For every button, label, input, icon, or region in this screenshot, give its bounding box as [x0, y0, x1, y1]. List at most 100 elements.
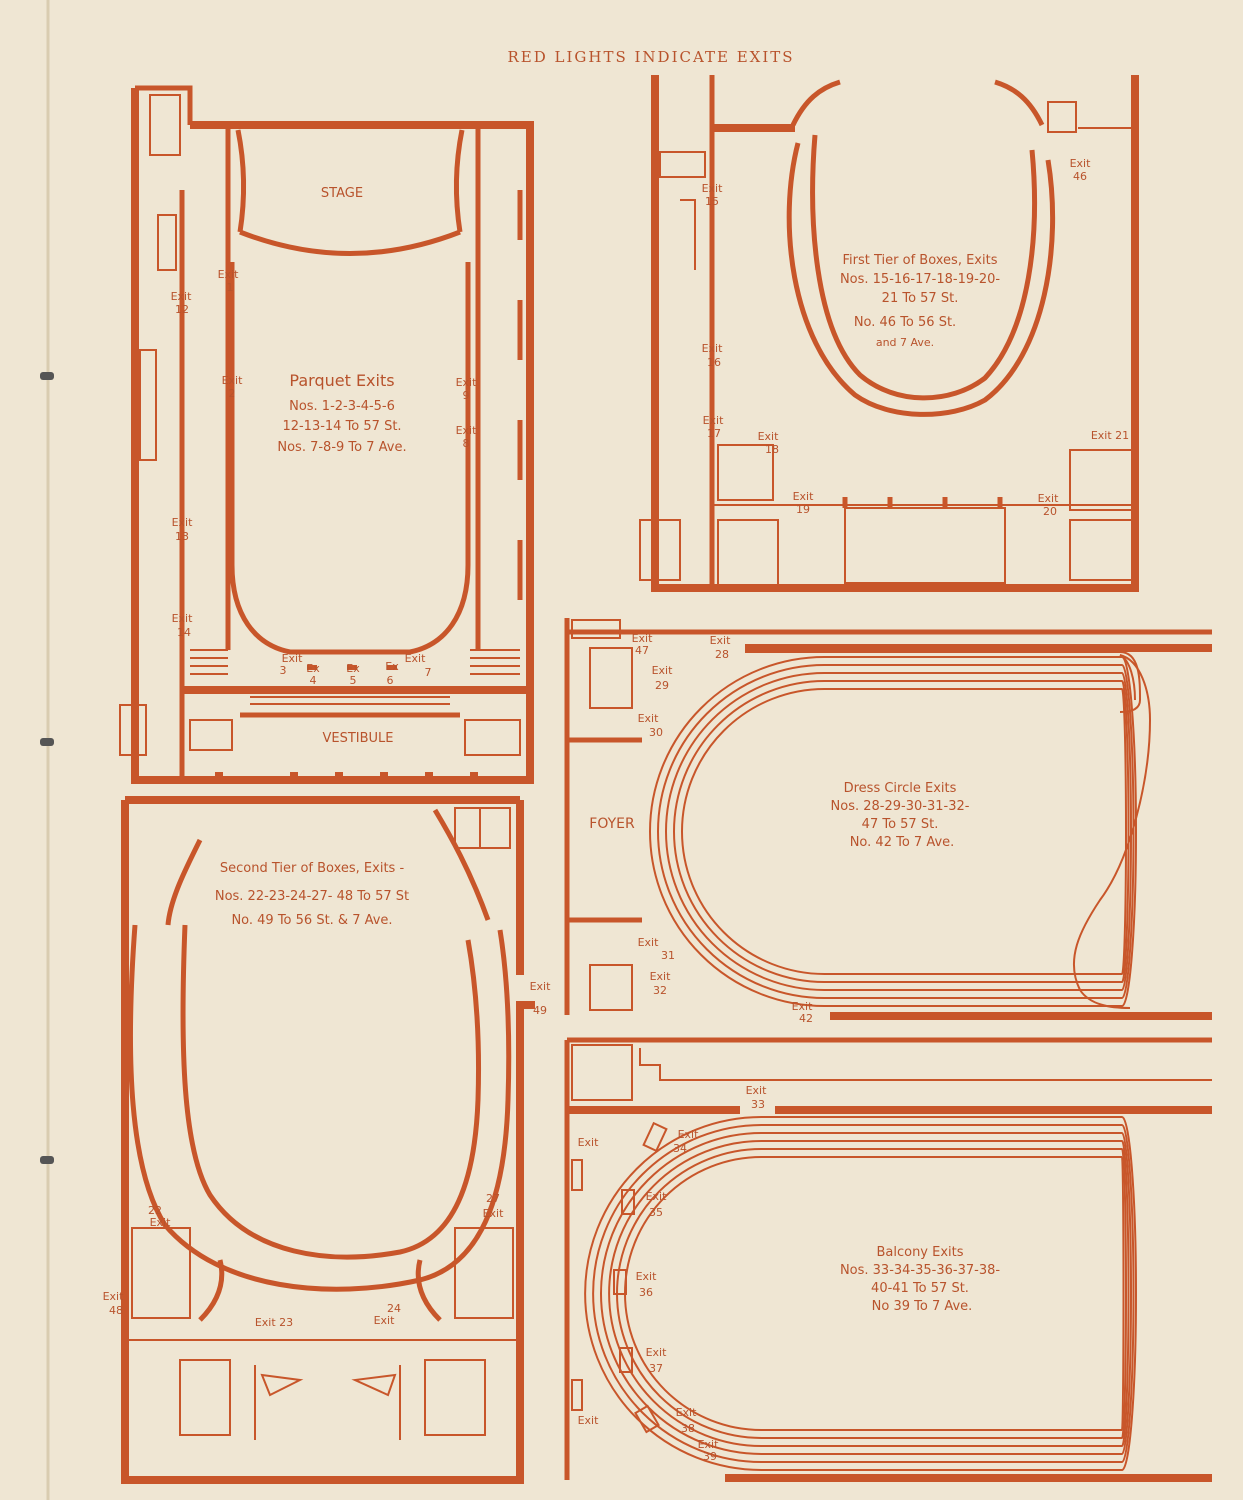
parquet-line-1: Nos. 1-2-3-4-5-6	[289, 399, 395, 414]
first-tier-line-2: Nos. 15-16-17-18-19-20-	[840, 272, 1000, 287]
balcony-line-4: No 39 To 7 Ave.	[872, 1299, 973, 1314]
page-header: RED LIGHTS INDICATE EXITS	[507, 48, 794, 66]
second-tier-line-3: No. 49 To 56 St. & 7 Ave.	[231, 913, 392, 928]
dress-circle-line-3: 47 To 57 St.	[862, 817, 939, 832]
exit-36-number: 36	[639, 1286, 653, 1299]
second-tier-plan: Second Tier of Boxes, Exits - Nos. 22-23…	[103, 796, 551, 1484]
seating-row	[673, 680, 1122, 983]
exit-20-number: 20	[1043, 505, 1057, 518]
exit-20-label: Exit	[1038, 492, 1060, 505]
seating-row-end	[1121, 664, 1135, 999]
exit-29-number: 29	[655, 679, 669, 692]
exit-49-number: 49	[533, 1004, 547, 1017]
exit-left-lower-label: Exit	[578, 1414, 600, 1427]
seating-row	[665, 672, 1122, 991]
balcony-line-3: 40-41 To 57 St.	[871, 1281, 969, 1296]
seating-row	[657, 664, 1122, 999]
exit-19-number: 19	[796, 503, 810, 516]
seating-row-end	[1121, 1148, 1127, 1439]
seating-row-end	[1121, 1140, 1130, 1447]
exit-9-label: Exit	[456, 376, 478, 389]
exit-13-number: 13	[175, 530, 189, 543]
exit-37-label: Exit	[646, 1346, 668, 1359]
exit-48-label: Exit	[103, 1290, 125, 1303]
seating-row	[584, 1116, 1122, 1471]
seating-row-end	[1121, 1116, 1137, 1471]
exit-2-number: 2	[229, 387, 236, 400]
exit-17-number: 17	[707, 427, 721, 440]
exit-33-label: Exit	[746, 1084, 768, 1097]
exit-2-label: Exit	[222, 374, 244, 387]
exit-14-number: 14	[177, 626, 191, 639]
stage-label: STAGE	[321, 186, 363, 201]
second-tier-line-2: Nos. 22-23-24-27- 48 To 57 St	[215, 889, 409, 904]
exit-6-number: 6	[387, 674, 394, 687]
second-tier-line-1: Second Tier of Boxes, Exits -	[220, 861, 405, 876]
seating-row	[592, 1124, 1122, 1463]
exit-46-number: 46	[1073, 170, 1087, 183]
dress-circle-line-4: No. 42 To 7 Ave.	[850, 835, 955, 850]
exit-39-label: Exit	[698, 1438, 720, 1451]
exit-42-label: Exit	[792, 1000, 814, 1013]
exit-31-number: 31	[661, 949, 675, 962]
exit-35-label: Exit	[646, 1190, 668, 1203]
exit-32-number: 32	[653, 984, 667, 997]
exit-15-number: 15	[705, 195, 719, 208]
parquet-line-2: 12-13-14 To 57 St.	[282, 419, 401, 434]
exit-21-label: Exit 21	[1091, 429, 1129, 442]
exit-34-number: 34	[673, 1142, 687, 1155]
exit-18-number: 18	[765, 443, 779, 456]
seating-row-end	[1121, 688, 1127, 975]
exit-29-label: Exit	[652, 664, 674, 677]
exit-1-label: Exit	[218, 268, 240, 281]
exit-13-label: Exit	[172, 516, 194, 529]
seating-row	[608, 1140, 1122, 1447]
exit-18-label: Exit	[758, 430, 780, 443]
first-tier-plan: First Tier of Boxes, Exits Nos. 15-16-17…	[639, 75, 1139, 592]
parquet-title: Parquet Exits	[289, 371, 394, 390]
exit-35-number: 35	[649, 1206, 663, 1219]
seating-row	[681, 688, 1122, 975]
balcony-line-1: Balcony Exits	[876, 1245, 963, 1260]
exit-16-label: Exit	[702, 342, 724, 355]
exit-5-number: 5	[350, 674, 357, 687]
binding-staples	[40, 372, 54, 1164]
exit-37-number: 37	[649, 1362, 663, 1375]
exit-16-number: 16	[707, 356, 721, 369]
first-tier-line-5: and 7 Ave.	[876, 336, 934, 349]
exit-32-label: Exit	[650, 970, 672, 983]
exit-5-label: Ex	[346, 662, 360, 675]
exit-22-label: Exit	[150, 1216, 172, 1229]
exit-42-number: 42	[799, 1012, 813, 1025]
exit-9-number: 9	[463, 389, 470, 402]
seating-row-end	[1121, 1124, 1135, 1463]
dress-circle-line-2: Nos. 28-29-30-31-32-	[831, 799, 970, 814]
exit-6-label: Ex	[385, 660, 399, 673]
exit-27-label: Exit	[483, 1207, 505, 1220]
exit-34-label: Exit	[678, 1128, 700, 1141]
exit-23-label: Exit 23	[255, 1316, 293, 1329]
exit-12-number: 12	[175, 303, 189, 316]
exit-4-label: Ex	[306, 662, 320, 675]
exit-33-number: 33	[751, 1098, 765, 1111]
vestibule-label: VESTIBULE	[322, 731, 393, 746]
seating-row-end	[1121, 1156, 1125, 1431]
exit-36-label: Exit	[636, 1270, 658, 1283]
exit-8-label: Exit	[456, 424, 478, 437]
seating-row	[649, 656, 1122, 1007]
exit-7-label: Exit	[405, 652, 427, 665]
exit-27-number: 27	[486, 1192, 500, 1205]
first-tier-line-1: First Tier of Boxes, Exits	[843, 253, 998, 268]
exit-38-label: Exit	[676, 1406, 698, 1419]
parquet-plan: STAGE VESTIBULE Parquet Exits Nos. 1-2-3…	[119, 85, 534, 784]
exit-28-number: 28	[715, 648, 729, 661]
exit-3-label: Exit	[282, 652, 304, 665]
seating-row-end	[1121, 656, 1137, 1007]
seating-row	[600, 1132, 1122, 1455]
parquet-line-3: Nos. 7-8-9 To 7 Ave.	[277, 440, 406, 455]
seating-row-end	[1121, 680, 1130, 983]
exit-28-label: Exit	[710, 634, 732, 647]
first-tier-line-4: No. 46 To 56 St.	[854, 315, 956, 330]
